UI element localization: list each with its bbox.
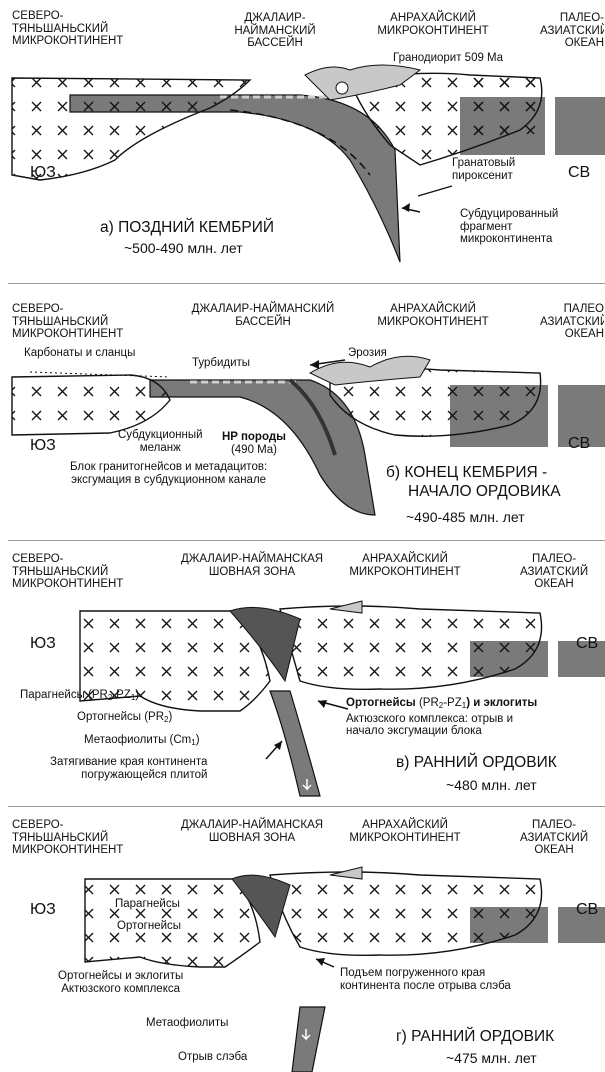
label-hp-rocks: HP породы(490 Ma) bbox=[222, 431, 286, 456]
label-orthogneiss: Ортогнейсы (PR2) bbox=[77, 711, 172, 727]
label-erosion: Эрозия bbox=[348, 347, 387, 360]
label-paragneiss: Парагнейсы (PR2-PZ1) bbox=[20, 689, 139, 705]
direction-sw: ЮЗ bbox=[30, 164, 56, 182]
divider bbox=[8, 283, 605, 284]
caption-b: б) КОНЕЦ КЕМБРИЯ -НАЧАЛО ОРДОВИКА bbox=[386, 463, 561, 501]
direction-ne: СВ bbox=[576, 635, 598, 653]
label-metaophiolite: Метаофиолиты bbox=[146, 1017, 228, 1030]
label-granodiorite: Гранодиорит 509 Ma bbox=[393, 52, 503, 65]
age-a: ~500-490 млн. лет bbox=[124, 240, 243, 256]
direction-sw: ЮЗ bbox=[30, 635, 56, 653]
label-orthogneiss: Ортогнейсы bbox=[117, 920, 181, 933]
label-metaophiolite: Метаофиолиты (Cm1) bbox=[84, 734, 200, 750]
label-slab-breakoff: Отрыв слэба bbox=[178, 1051, 247, 1064]
label-paragneiss: Парагнейсы bbox=[115, 898, 180, 911]
age-d: ~475 млн. лет bbox=[446, 1050, 537, 1066]
label-carbonates: Карбонаты и сланцы bbox=[24, 347, 135, 360]
age-c: ~480 млн. лет bbox=[446, 777, 537, 793]
direction-sw: ЮЗ bbox=[30, 437, 56, 455]
direction-ne: СВ bbox=[576, 901, 598, 919]
caption-d: г) РАННИЙ ОРДОВИК bbox=[396, 1027, 554, 1046]
label-turbidites: Турбидиты bbox=[192, 357, 250, 370]
direction-ne: СВ bbox=[568, 164, 590, 182]
direction-ne: СВ bbox=[568, 435, 590, 453]
label-granitogneiss-block: Блок гранитогнейсов и метадацитов:эксгум… bbox=[70, 461, 267, 486]
label-ortho-eclogite: Ортогнейсы (PR2-PZ1) и эклогиты Актюзско… bbox=[346, 697, 537, 738]
age-b: ~490-485 млн. лет bbox=[406, 509, 525, 525]
caption-a: а) ПОЗДНИЙ КЕМБРИЙ bbox=[100, 218, 274, 237]
direction-sw: ЮЗ bbox=[30, 901, 56, 919]
caption-c: в) РАННИЙ ОРДОВИК bbox=[396, 753, 557, 772]
